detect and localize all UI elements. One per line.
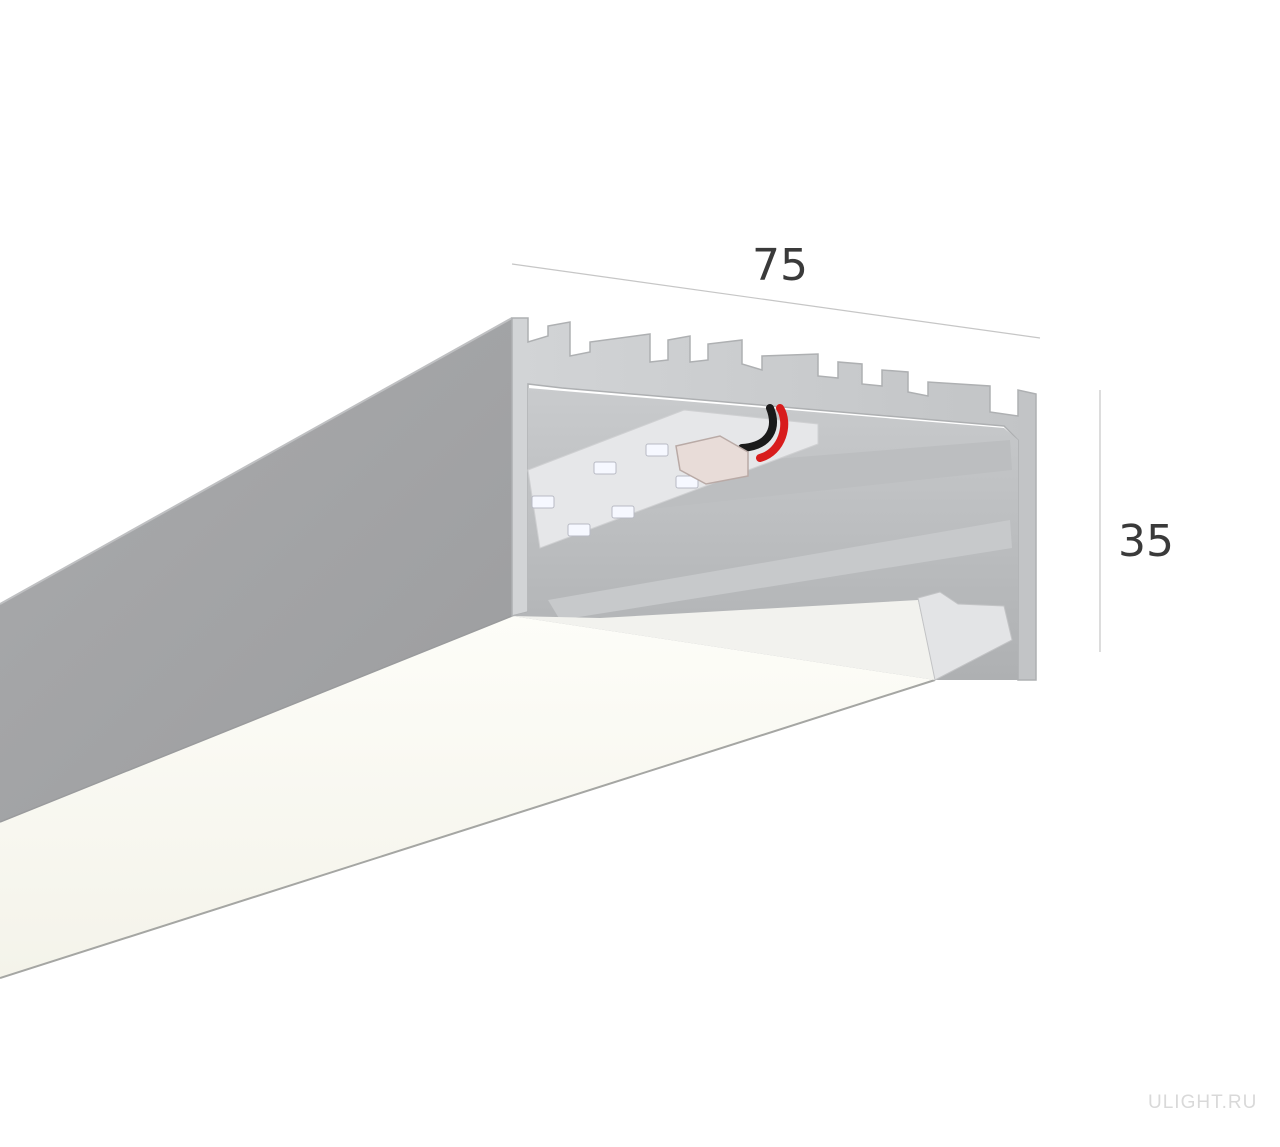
inner-rail-lower: [548, 520, 1012, 620]
profile-side-edge: [0, 317, 513, 605]
watermark: ULIGHT.RU: [1148, 1092, 1258, 1113]
wire-red: [756, 404, 789, 462]
led-chip: [611, 505, 635, 519]
wire-black: [738, 404, 777, 452]
led-chips: [531, 443, 699, 537]
diffuser-lens: [512, 600, 935, 680]
led-chip: [593, 461, 617, 475]
dimension-width-label: 75: [752, 240, 808, 291]
dimension-line-width: [511, 263, 1041, 339]
diffuser-upper-edge: [0, 615, 513, 823]
led-chip: [567, 523, 591, 537]
wire-connector: [675, 435, 749, 485]
diffuser-lower-edge: [0, 679, 936, 979]
led-chip: [645, 443, 669, 457]
led-chip: [531, 495, 555, 509]
profile-side-face: [0, 318, 512, 822]
led-chip: [675, 475, 699, 489]
dimension-height-label: 35: [1118, 516, 1174, 567]
diffuser-clip: [917, 591, 1013, 681]
profile-cross-section: [511, 317, 1037, 681]
diffuser-bottom-face: [0, 616, 935, 978]
